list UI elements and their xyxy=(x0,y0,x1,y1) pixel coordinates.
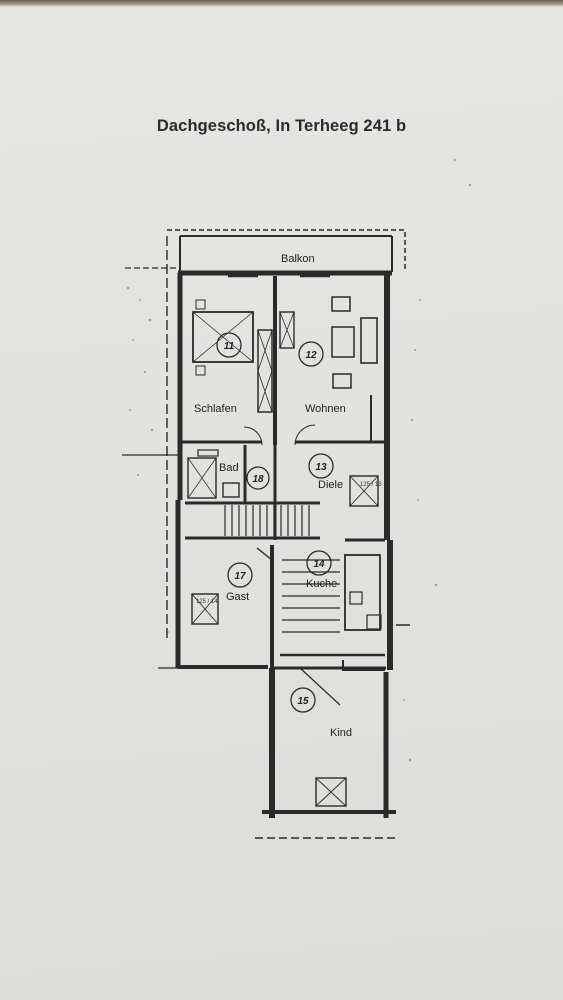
room-circle-12 xyxy=(298,341,324,367)
window-mark-diele: 125 / 13 xyxy=(360,482,382,488)
room-label-kueche: Kuche xyxy=(306,578,337,590)
door-schlafen xyxy=(243,426,263,446)
balcony-outline xyxy=(167,229,406,270)
room-label-schlafen: Schlafen xyxy=(194,403,237,415)
toilet xyxy=(222,482,240,498)
wohnen-wall-unit xyxy=(370,395,385,443)
armchair-bottom xyxy=(332,373,352,389)
room-number-15: 15 xyxy=(297,696,309,707)
sofa xyxy=(360,317,378,364)
room-number-14: 14 xyxy=(313,559,325,570)
room-number-12: 12 xyxy=(305,350,317,361)
window-mark-gast: 125 / 14 xyxy=(196,599,218,605)
table xyxy=(331,326,355,358)
kitchen-wall-unit xyxy=(342,660,385,671)
bath-tub xyxy=(187,457,217,499)
door-gast xyxy=(256,547,273,561)
sink xyxy=(197,449,219,457)
room-number-11: 11 xyxy=(224,341,235,352)
page-title: Dachgeschoß, In Terheeg 241 b xyxy=(156,117,407,135)
room-label-gast: Gast xyxy=(226,591,249,603)
scan-noise xyxy=(126,159,472,762)
skylight-gast xyxy=(191,593,219,625)
skylight-kind xyxy=(315,777,347,807)
room-circle-17 xyxy=(227,562,253,588)
room-label-balkon: Balkon xyxy=(281,253,315,265)
room-circle-13 xyxy=(308,453,334,479)
door-kind xyxy=(299,667,341,706)
room-circle-11 xyxy=(216,332,242,358)
fridge xyxy=(366,614,382,630)
room-number-13: 13 xyxy=(315,462,327,473)
kitchen-counter xyxy=(344,554,381,631)
room-circle-18 xyxy=(246,466,270,490)
skylight-diele xyxy=(349,475,379,507)
armchair-top xyxy=(331,296,351,312)
cabinet xyxy=(279,311,295,349)
bed-pillow-line xyxy=(192,311,254,363)
table-edge xyxy=(0,0,563,7)
door-wohnen xyxy=(294,424,316,446)
stove xyxy=(349,591,363,605)
room-number-18: 18 xyxy=(252,474,264,485)
room-circle-14 xyxy=(306,550,332,576)
nightstand-left xyxy=(195,365,206,376)
room-number-17: 17 xyxy=(234,571,246,582)
room-label-diele: Diele xyxy=(318,479,343,491)
room-circle-15 xyxy=(290,687,316,713)
nightstand-right xyxy=(195,299,206,310)
bed xyxy=(192,311,254,363)
room-label-wohnen: Wohnen xyxy=(305,403,346,415)
wardrobe xyxy=(257,329,273,413)
room-label-kind: Kind xyxy=(330,727,352,739)
room-label-bad: Bad xyxy=(219,462,239,474)
